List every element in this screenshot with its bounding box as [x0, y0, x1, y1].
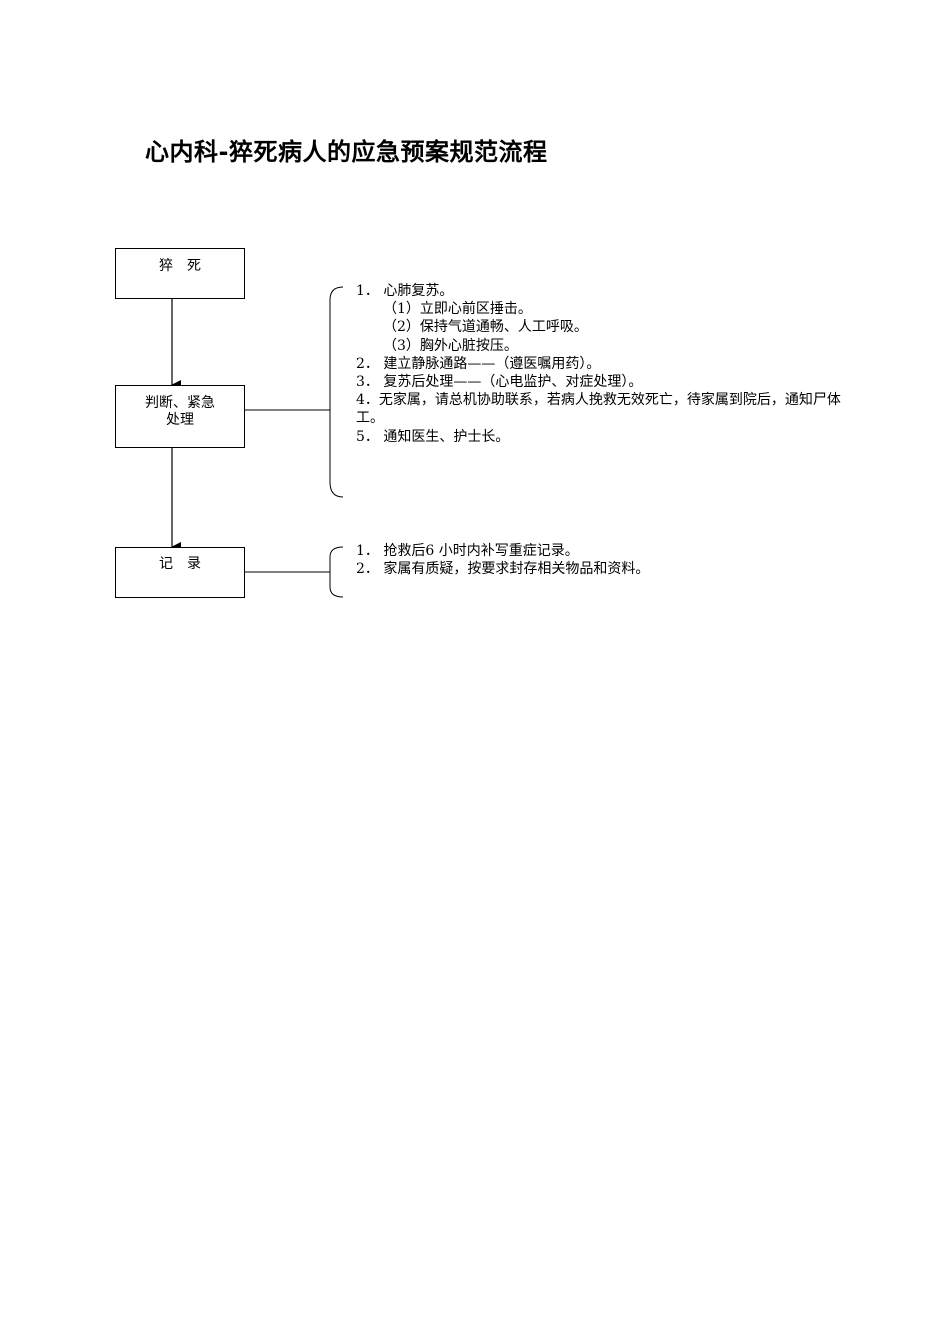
step-item: 2． 建立静脉通路——（遵医嘱用药）。 — [356, 355, 601, 372]
step-subitem: （1）立即心前区捶击。 — [383, 301, 532, 318]
record-steps-list: 1． 抢救后6 小时内补写重症记录。 2． 家属有质疑，按要求封存相关物品和资料… — [356, 542, 649, 578]
step-item: 1． 心肺复苏。 — [356, 283, 454, 299]
step-subitem: （2）保持气道通畅、人工呼吸。 — [383, 319, 588, 336]
step-item: 4．无家属，请总机协助联系，若病人挽救无效死亡，待家属到院后，通知尸体工。 — [356, 392, 841, 427]
record-label: 记录 — [159, 556, 215, 572]
judge-emergency-label-2: 处理 — [166, 412, 194, 428]
judge-emergency-box: 判断、紧急 处理 — [115, 385, 245, 448]
sudden-death-label: 猝死 — [159, 258, 215, 274]
step-subitem: （3）胸外心脏按压。 — [383, 337, 518, 354]
step-item: 5． 通知医生、护士长。 — [356, 428, 510, 445]
record-step-item: 1． 抢救后6 小时内补写重症记录。 — [356, 543, 579, 559]
page-title: 心内科-猝死病人的应急预案规范流程 — [145, 138, 548, 166]
record-step-item: 2． 家属有质疑，按要求封存相关物品和资料。 — [356, 561, 650, 578]
record-box: 记录 — [115, 547, 245, 598]
brace-handle — [329, 286, 344, 498]
step-item: 3． 复苏后处理——（心电监护、对症处理）。 — [356, 374, 643, 391]
sudden-death-box: 猝死 — [115, 248, 245, 299]
emergency-steps-list: 1． 心肺复苏。 （1）立即心前区捶击。 （2）保持气道通畅、人工呼吸。 （3）… — [356, 282, 856, 446]
brace-record — [329, 546, 344, 598]
judge-emergency-label-1: 判断、紧急 — [145, 395, 215, 411]
